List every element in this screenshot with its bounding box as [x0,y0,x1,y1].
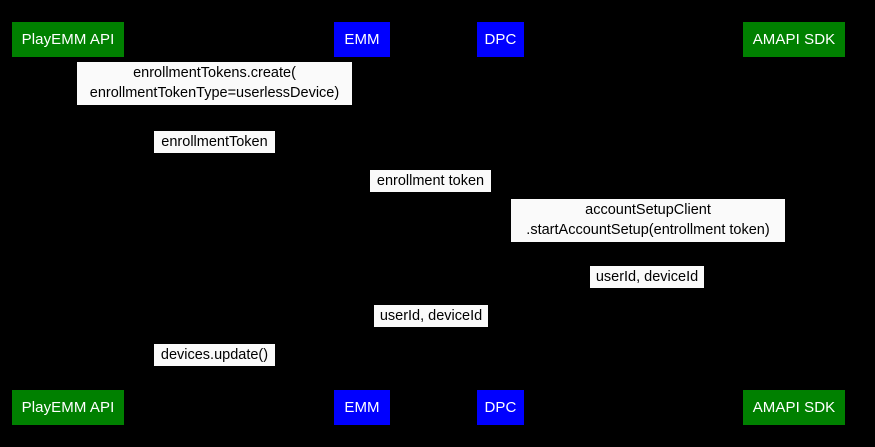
participant-amapi-sdk-bottom[interactable]: AMAPI SDK [743,390,845,425]
arrow-head-message-7 [67,365,75,373]
message-label-4: accountSetupClient.startAccountSetup(ent… [511,199,785,242]
participant-emm-top[interactable]: EMM [334,22,390,57]
participant-label: PlayEMM API [21,31,115,48]
participant-label: DPC [484,31,517,48]
participant-playemm-api-top[interactable]: PlayEMM API [12,22,124,57]
message-label-5: userId, deviceId [590,266,704,288]
participant-label: AMAPI SDK [752,399,836,416]
message-label-6: userId, deviceId [374,305,488,327]
arrow-head-message-6 [361,326,369,334]
arrow-head-message-4 [785,240,793,248]
arrow-message-4 [500,244,793,245]
arrow-head-message-1 [67,104,75,112]
participant-label: EMM [344,399,380,416]
participant-label: DPC [484,399,517,416]
participant-amapi-sdk-top[interactable]: AMAPI SDK [743,22,845,57]
arrow-head-message-2 [353,152,361,160]
participant-emm-bottom[interactable]: EMM [334,390,390,425]
arrow-head-message-5 [500,287,508,295]
message-label-7: devices.update() [154,344,275,366]
participant-label: AMAPI SDK [752,31,836,48]
arrow-message-7 [67,369,361,370]
participant-dpc-top[interactable]: DPC [477,22,524,57]
participant-playemm-api-bottom[interactable]: PlayEMM API [12,390,124,425]
arrow-message-1 [67,108,361,109]
participant-dpc-bottom[interactable]: DPC [477,390,524,425]
lifeline-playemm-api [67,57,68,390]
participant-label: EMM [344,31,380,48]
arrow-message-5 [500,291,793,292]
arrow-message-6 [361,330,500,331]
participant-label: PlayEMM API [21,399,115,416]
lifeline-dpc [500,57,501,390]
message-label-1: enrollmentTokens.create(enrollmentTokenT… [77,62,352,105]
message-label-3: enrollment token [370,170,491,192]
lifeline-amapi-sdk [793,57,794,390]
arrow-message-2 [67,156,361,157]
arrow-message-3 [361,195,500,196]
lifeline-emm [361,57,362,390]
arrow-head-message-3 [492,191,500,199]
message-label-2: enrollmentToken [154,131,275,153]
